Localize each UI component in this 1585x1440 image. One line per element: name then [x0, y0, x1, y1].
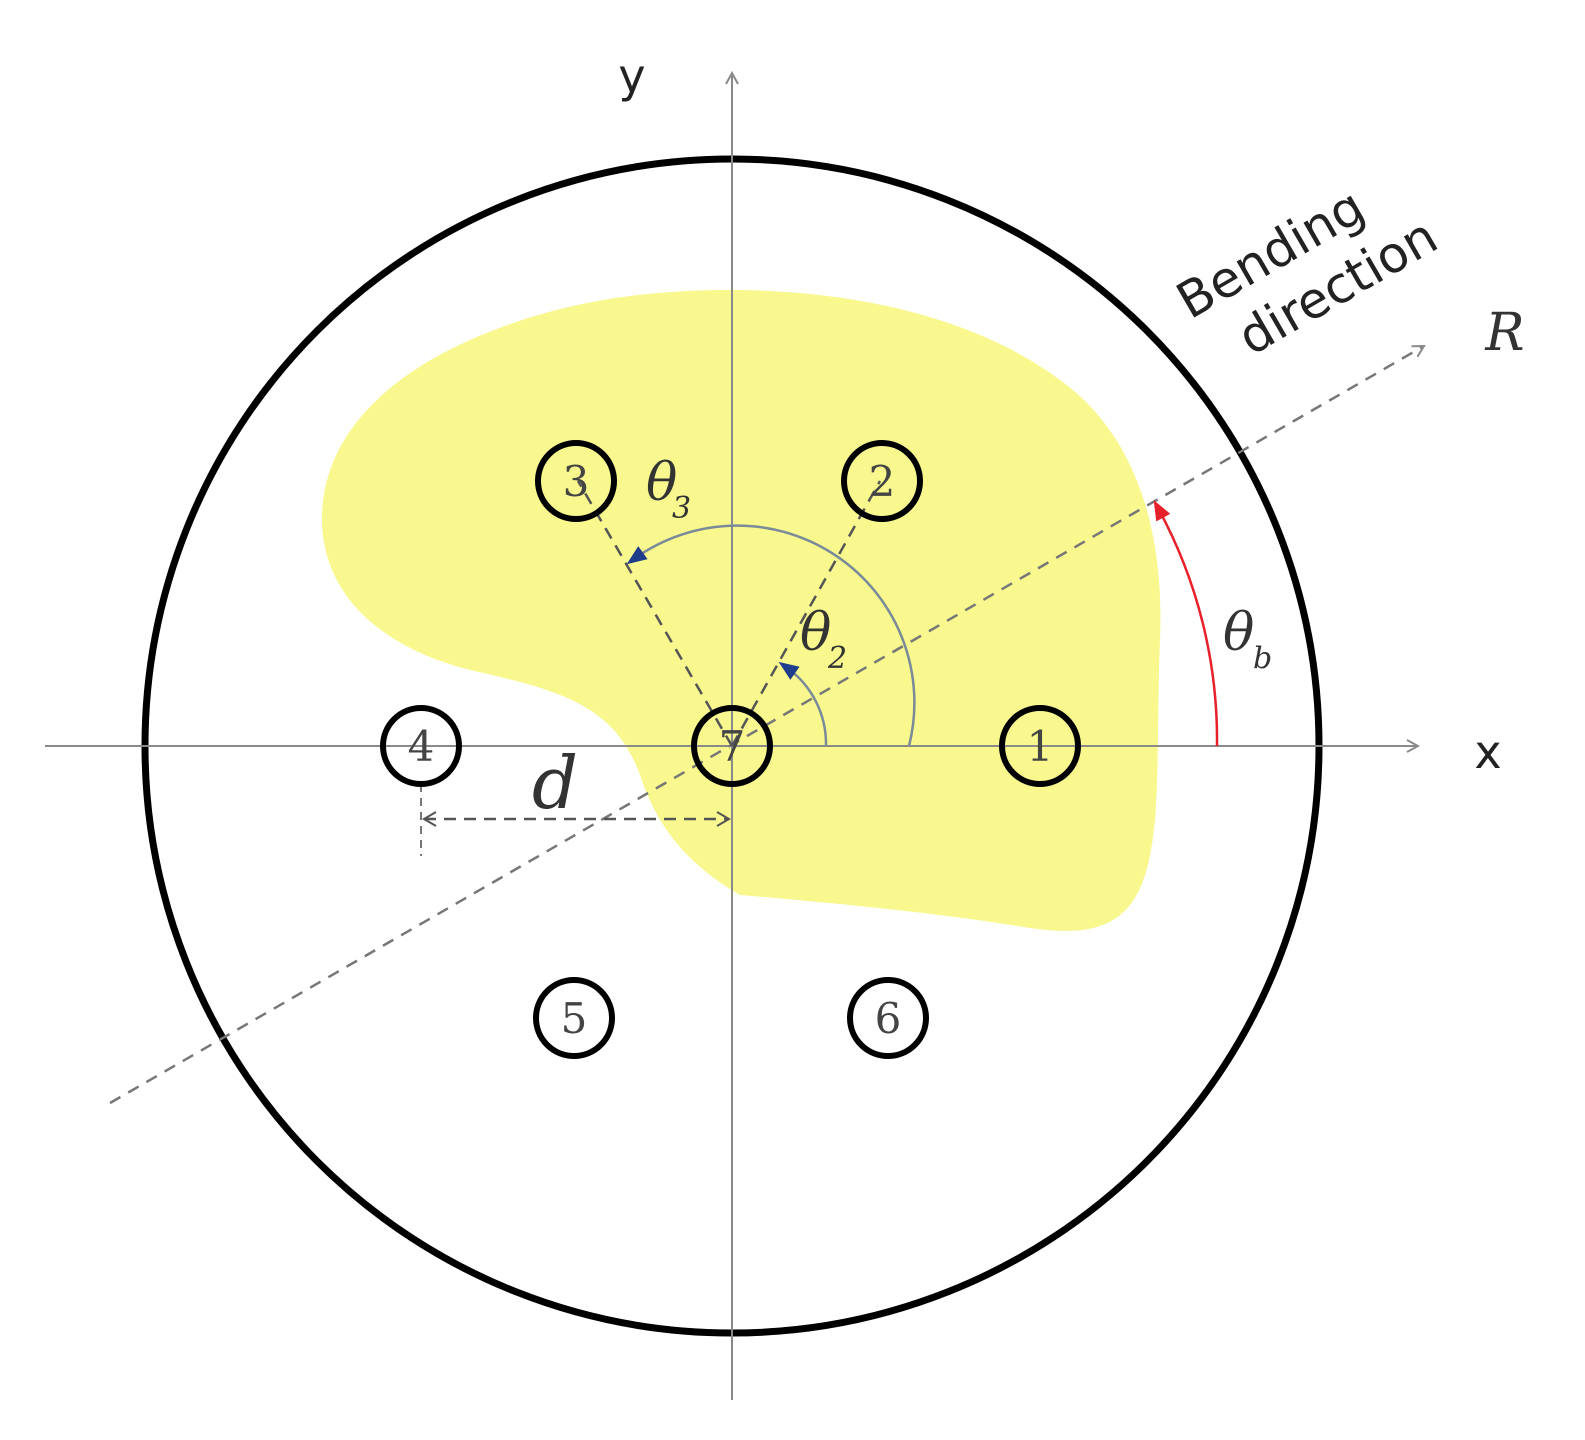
theta2-label: θ 2 — [800, 603, 847, 676]
theta3-symbol: θ — [646, 453, 677, 513]
theta3-subscript: 3 — [672, 491, 691, 526]
ray-r-label: R — [1484, 303, 1524, 363]
thetab-subscript: b — [1253, 641, 1272, 676]
core-6: 6 — [847, 977, 929, 1059]
core-6-ring — [847, 977, 929, 1059]
bending-direction-ray — [109, 344, 1424, 1105]
core-5: 5 — [533, 977, 615, 1059]
core-7-ring — [691, 705, 773, 787]
core-1-label: 1 — [1027, 722, 1054, 771]
y-axis-label: y — [618, 49, 645, 103]
core-6-label: 6 — [875, 994, 902, 1043]
core-4-ring — [380, 705, 462, 787]
theta2-symbol: θ — [800, 603, 831, 663]
core-2: 2 — [841, 440, 923, 522]
core-1-ring — [999, 705, 1081, 787]
thetab-symbol: θ — [1223, 603, 1254, 663]
core-7-label: 7 — [719, 722, 746, 771]
core-5-label: 5 — [561, 994, 588, 1043]
core-5-ring — [533, 977, 615, 1059]
core-3: 3 — [535, 440, 617, 522]
x-axis-label: x — [1474, 725, 1501, 779]
thetab-label: θ b — [1223, 603, 1272, 676]
core-2-label: 2 — [869, 457, 896, 506]
core-1: 1 — [999, 705, 1081, 787]
core-7: 7 — [691, 705, 773, 787]
thetab-arc — [1153, 500, 1219, 747]
core-4: 4 — [380, 705, 462, 787]
theta3-label: θ 3 — [646, 453, 691, 526]
core2-radius-line — [730, 480, 882, 747]
bending-direction-label: Bending direction — [1167, 177, 1447, 366]
spacing-d-label: d — [532, 741, 578, 825]
core3-radius-line — [576, 480, 734, 747]
theta2-arc — [778, 661, 828, 747]
core-2-ring — [841, 440, 923, 522]
core-4-label: 4 — [408, 722, 435, 771]
core-3-label: 3 — [563, 457, 590, 506]
theta3-arc — [626, 524, 916, 747]
bending-region — [321, 290, 1161, 931]
core-3-ring — [535, 440, 617, 522]
theta2-subscript: 2 — [827, 641, 847, 676]
